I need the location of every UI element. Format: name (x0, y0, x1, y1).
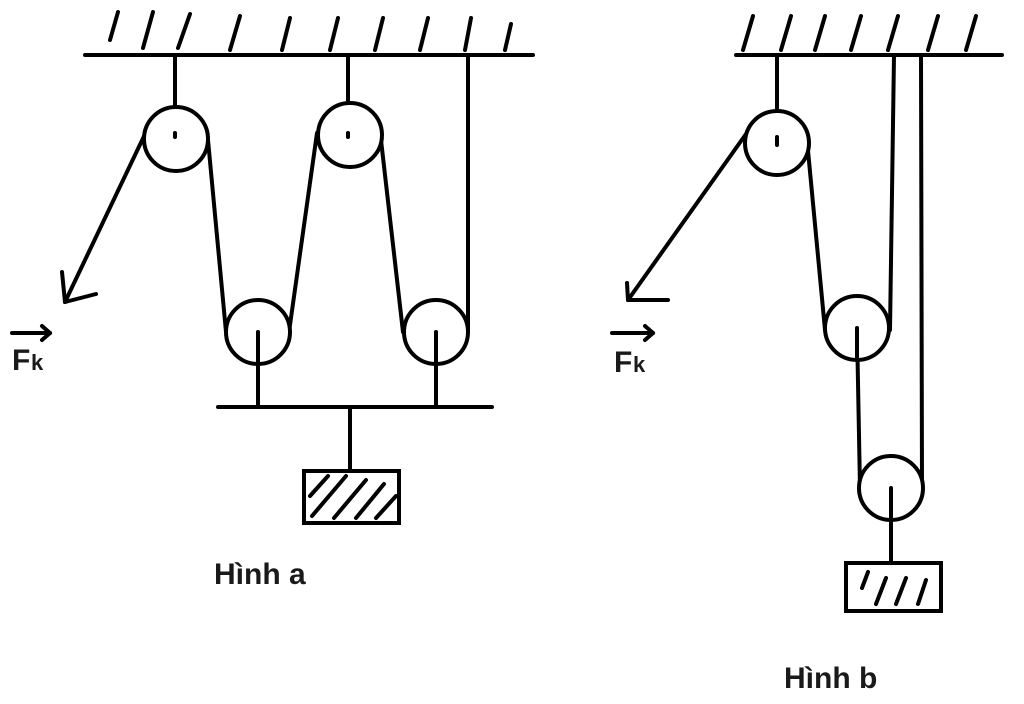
caption-a: Hình a (214, 558, 306, 591)
force-arrow-a (60, 270, 98, 304)
ceiling-a (83, 10, 535, 57)
figure-a: F k Hình a (10, 10, 535, 591)
weight-a (302, 469, 401, 525)
force-subscript-b: k (633, 352, 646, 377)
force-symbol-b: F (614, 346, 632, 379)
fixed-pulley-a1 (142, 105, 210, 173)
figure-b: F k Hình b (610, 14, 1004, 695)
force-arrow-b (625, 281, 670, 302)
force-label-b: F k (610, 324, 655, 379)
force-subscript-a: k (31, 350, 44, 375)
weight-b (844, 561, 943, 613)
rope-a (63, 53, 470, 334)
force-symbol-a: F (12, 344, 30, 377)
force-label-a: F k (10, 324, 52, 377)
ceiling-b (734, 14, 1004, 57)
caption-b: Hình b (784, 662, 877, 695)
